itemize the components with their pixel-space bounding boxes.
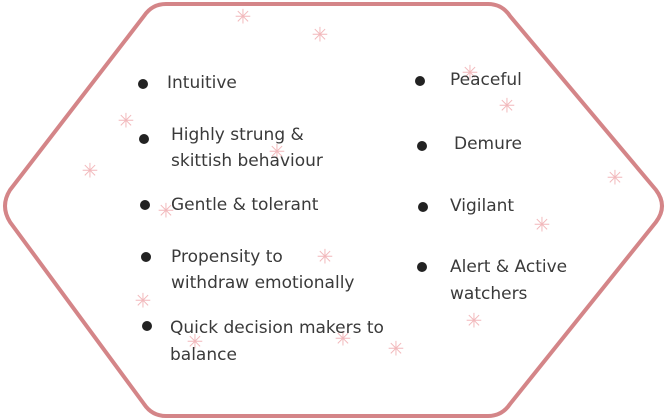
bullet-icon — [142, 321, 152, 331]
sparkle-icon: ✳ — [135, 289, 152, 313]
sparkle-icon: ✳ — [269, 140, 286, 164]
trait-label-line-1: Quick decision makers to — [170, 318, 384, 338]
trait-label: Demure — [454, 134, 522, 154]
bullet-icon — [141, 252, 151, 262]
trait-label-line-2: withdraw emotionally — [171, 273, 355, 293]
trait-label: Gentle & tolerant — [171, 195, 319, 215]
sparkle-icon: ✳ — [607, 166, 624, 190]
bullet-icon — [418, 202, 428, 212]
bullet-icon — [417, 141, 427, 151]
trait-label-line-2: balance — [170, 345, 237, 365]
sparkle-icon: ✳ — [118, 109, 135, 133]
bullet-icon — [415, 76, 425, 86]
trait-label-line-1: Highly strung & — [171, 125, 304, 145]
sparkle-icon: ✳ — [534, 213, 551, 237]
sparkle-icon: ✳ — [462, 61, 479, 85]
sparkle-icon: ✳ — [158, 199, 175, 223]
sparkle-icon: ✳ — [235, 5, 252, 29]
sparkle-icon: ✳ — [312, 23, 329, 47]
trait-label: Intuitive — [167, 73, 237, 93]
trait-label: Vigilant — [450, 196, 515, 216]
trait-label-line-1: Alert & Active — [450, 257, 568, 277]
sparkle-decorations: ✳ ✳ ✳ ✳ ✳ ✳ ✳ ✳ ✳ ✳ ✳ ✳ ✳ ✳ ✳ ✳ — [82, 5, 624, 361]
sparkle-icon: ✳ — [388, 337, 405, 361]
hexagon-outline — [3, 1, 664, 418]
bullet-icon — [140, 200, 150, 210]
sparkle-icon: ✳ — [82, 159, 99, 183]
sparkle-icon: ✳ — [466, 309, 483, 333]
trait-label: Peaceful — [450, 70, 522, 90]
sparkle-icon: ✳ — [317, 245, 334, 269]
bullet-icon — [139, 134, 149, 144]
trait-label-line-1: Propensity to — [171, 247, 283, 267]
trait-label-line-2: skittish behaviour — [171, 151, 323, 171]
trait-label-line-2: watchers — [450, 284, 528, 304]
bullet-icon — [138, 79, 148, 89]
bullet-icon — [417, 262, 427, 272]
sparkle-icon: ✳ — [335, 327, 352, 351]
sparkle-icon: ✳ — [187, 330, 204, 354]
sparkle-icon: ✳ — [499, 94, 516, 118]
